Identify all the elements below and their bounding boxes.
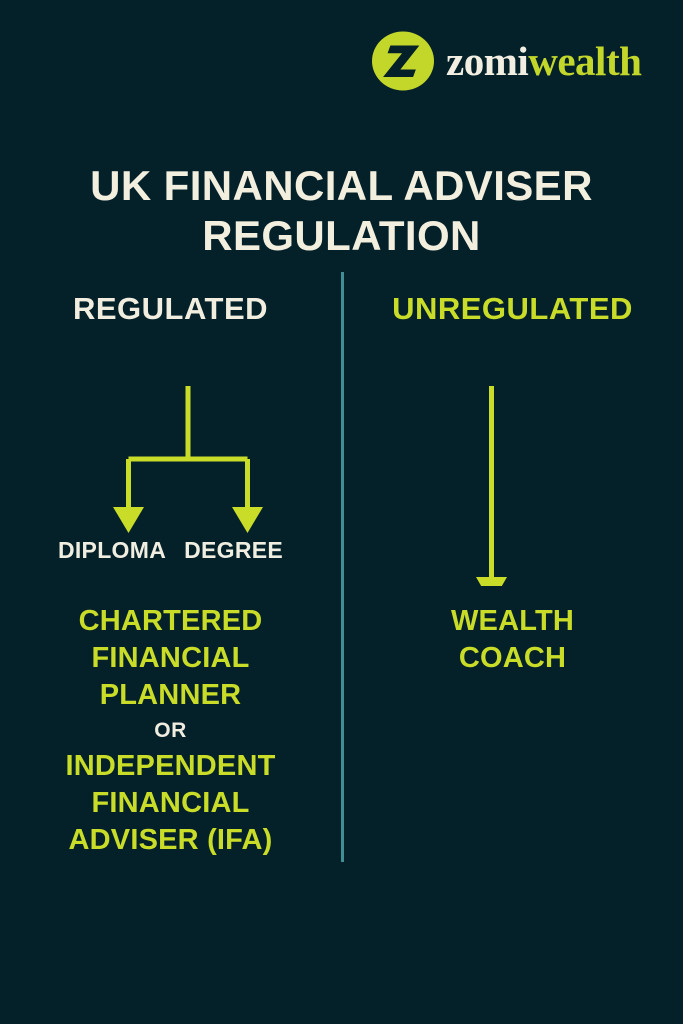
- unregulated-outcome: WEALTH COACH: [342, 603, 683, 677]
- outcome-left-line-3: PLANNER: [99, 679, 242, 712]
- unregulated-arrow-diagram: [342, 324, 683, 586]
- outcome-left-line-6: ADVISER (IFA): [68, 824, 273, 857]
- down-arrow-icon: [476, 386, 507, 586]
- page-title: UK FINANCIAL ADVISER REGULATION: [90, 162, 593, 259]
- brand-word-zomi: zomi: [446, 37, 529, 84]
- zomi-z-mark-icon: [372, 31, 434, 91]
- regulated-heading: REGULATED: [72, 291, 269, 326]
- brand-wordmark: zomiwealth: [446, 37, 642, 84]
- qualification-labels: DIPLOMA DEGREE: [0, 539, 341, 562]
- outcome-left-line-5: FINANCIAL: [91, 787, 250, 820]
- brand-logo[interactable]: zomiwealth: [372, 30, 642, 92]
- qualification-diploma: DIPLOMA: [57, 537, 167, 563]
- brand-word-wealth: wealth: [528, 37, 642, 84]
- column-divider: [341, 272, 344, 862]
- outcome-left-line-4: INDEPENDENT: [65, 749, 276, 782]
- outcome-left-connector: OR: [154, 719, 187, 743]
- qualification-degree: DEGREE: [184, 537, 284, 563]
- regulated-column: REGULATED DIPLOMA DEGREE: [0, 291, 341, 562]
- outcome-left-line-1: CHARTERED: [78, 605, 263, 637]
- unregulated-heading: UNREGULATED: [392, 291, 633, 326]
- outcome-right-line-2: COACH: [458, 642, 567, 675]
- regulated-outcome: CHARTERED FINANCIAL PLANNER OR INDEPENDE…: [0, 603, 341, 859]
- outcome-left-line-2: FINANCIAL: [91, 642, 250, 675]
- branch-arrows-icon: [113, 386, 263, 533]
- unregulated-column: UNREGULATED: [342, 293, 683, 586]
- regulated-branch-diagram: DIPLOMA DEGREE: [0, 324, 341, 562]
- outcome-right-line-1: WEALTH: [450, 605, 575, 637]
